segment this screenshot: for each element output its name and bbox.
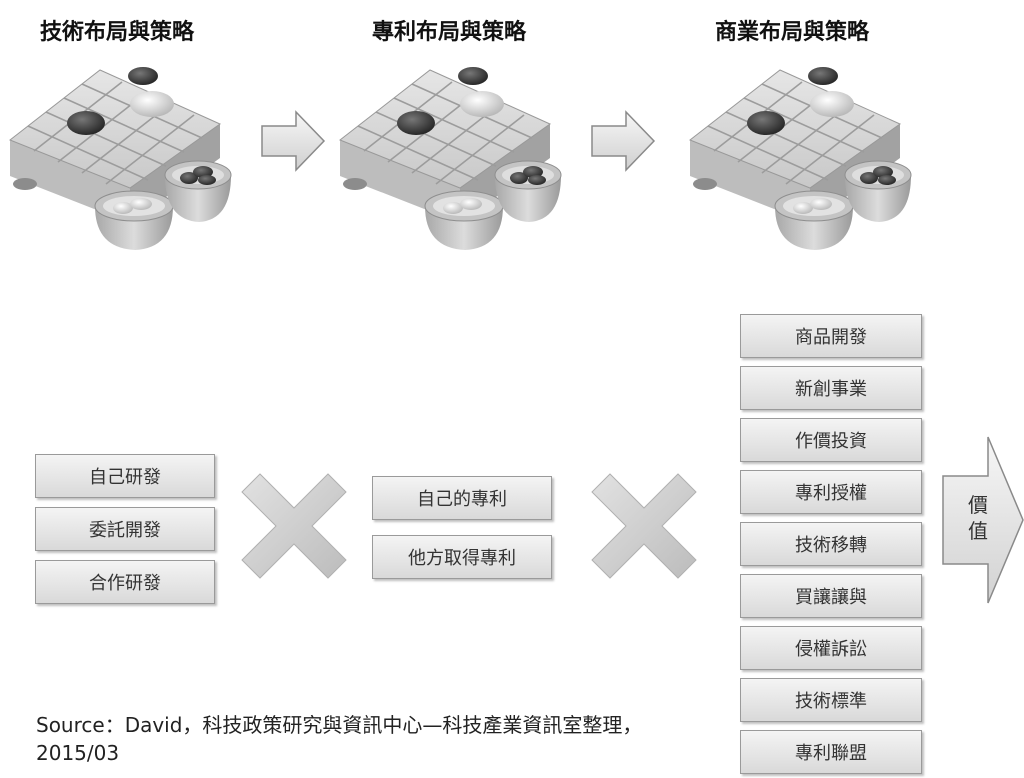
box-sale-assignment: 買讓讓與 [740, 574, 922, 618]
multiply-icon [241, 473, 347, 579]
box-product-dev: 商品開發 [740, 314, 922, 358]
box-tech-transfer: 技術移轉 [740, 522, 922, 566]
right-arrow-icon [261, 110, 326, 172]
title-patent: 專利布局與策略 [372, 20, 527, 45]
value-label: 價 值 [963, 492, 993, 544]
right-arrow-icon [591, 110, 656, 172]
title-technology: 技術布局與策略 [40, 20, 195, 45]
go-board-illustration-2 [339, 67, 562, 250]
box-commissioned-dev: 委託開發 [35, 507, 215, 551]
value-arrow-icon [942, 436, 1024, 604]
box-valuation-investment: 作價投資 [740, 418, 922, 462]
value-char-2: 值 [968, 519, 988, 543]
go-board-illustration-3 [689, 67, 912, 250]
box-tech-standard: 技術標準 [740, 678, 922, 722]
go-board-illustration-1 [9, 67, 232, 250]
box-self-rd: 自己研發 [35, 454, 215, 498]
title-business: 商業布局與策略 [715, 20, 870, 45]
box-cooperative-rd: 合作研發 [35, 560, 215, 604]
box-infringement-litigation: 侵權訴訟 [740, 626, 922, 670]
box-startup: 新創事業 [740, 366, 922, 410]
box-acquired-patent: 他方取得專利 [372, 535, 552, 579]
box-own-patent: 自己的專利 [372, 476, 552, 520]
source-note: Source：David，科技政策研究與資訊中心—科技產業資訊室整理，2015/… [36, 713, 643, 765]
box-patent-licensing: 專利授權 [740, 470, 922, 514]
box-patent-alliance: 專利聯盟 [740, 730, 922, 774]
multiply-icon [591, 473, 697, 579]
value-char-1: 價 [968, 493, 988, 517]
